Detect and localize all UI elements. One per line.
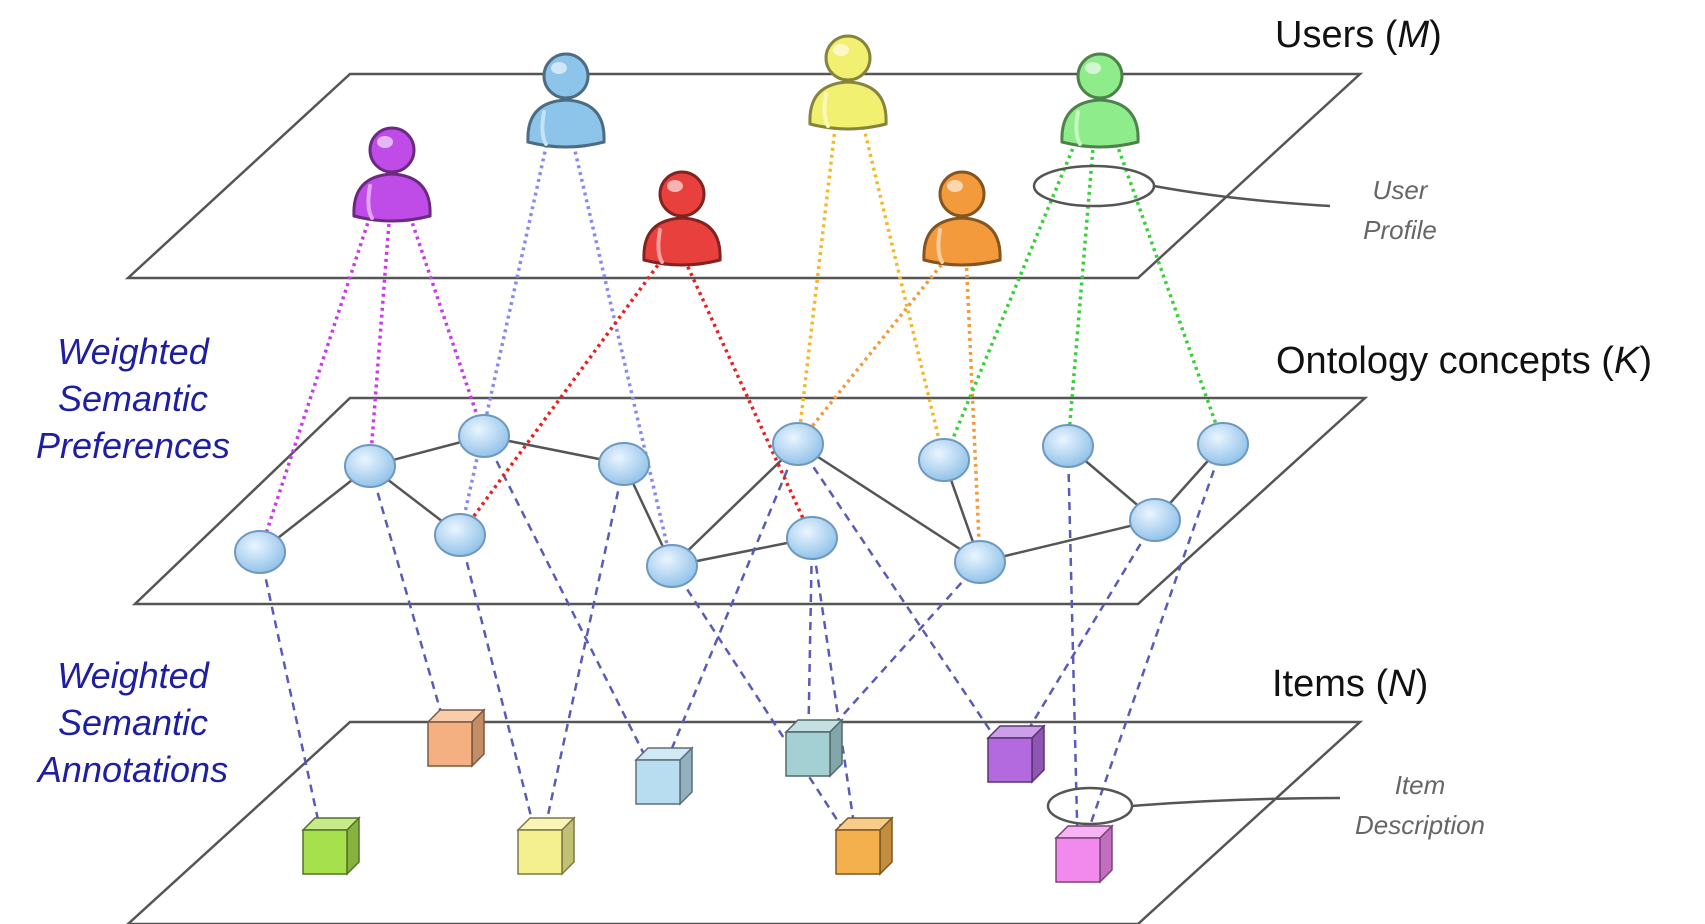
items-layer-close: ) [1415, 663, 1429, 705]
concept-node [646, 544, 698, 588]
yellow-user-links [796, 119, 946, 461]
concept-node [234, 530, 286, 574]
concepts-layer-label: Ontology concepts (K) [1276, 340, 1652, 383]
annotation-links [258, 435, 1225, 861]
items-layer-label: Items (N) [1272, 663, 1428, 706]
preferences-line-2: Semantic [57, 378, 209, 419]
concept-node [954, 540, 1006, 584]
green-user-links [942, 135, 1225, 461]
planes [124, 72, 1369, 924]
concept-nodes [234, 414, 1249, 588]
concepts-layer-text: Ontology concepts ( [1276, 340, 1614, 382]
user-blue-icon [526, 52, 606, 149]
blue-user-links [458, 137, 674, 567]
user-yellow-icon [808, 34, 888, 131]
user-profile-line-1: User [1372, 175, 1428, 205]
red-user-links [458, 252, 814, 539]
item-teal-cube [784, 718, 844, 778]
users-group [352, 34, 1140, 267]
concept-node [598, 442, 650, 486]
preferences-line-1: Weighted [57, 331, 209, 372]
concepts-layer-close: ) [1639, 340, 1652, 382]
concepts-plane [131, 396, 1369, 606]
items-plane [126, 720, 1364, 924]
preferences-line-3: Preferences [35, 425, 231, 466]
users-plane [124, 72, 1364, 280]
users-layer-close: ) [1429, 14, 1442, 56]
concept-node [786, 516, 838, 560]
orange-user-links [796, 252, 982, 563]
concept-node [1197, 422, 1249, 466]
users-layer-var: M [1397, 14, 1430, 56]
users-layer-label: Users (M) [1275, 14, 1442, 57]
user-profile-line-2: Profile [1363, 215, 1437, 245]
item-description-line-2: Description [1354, 810, 1486, 840]
concept-node [1042, 424, 1094, 468]
concept-node [1129, 498, 1181, 542]
item-peach-cube [426, 708, 486, 768]
user-purple-icon [352, 126, 432, 223]
item-description-line-1: Item [1394, 770, 1446, 800]
concept-node [918, 438, 970, 482]
weighted-semantic-annotations-label: Weighted Semantic Annotations [8, 652, 258, 793]
annotations-line-1: Weighted [57, 655, 209, 696]
user-profile-note: User Profile [1335, 170, 1465, 250]
preference-links [258, 119, 1225, 567]
weighted-semantic-preferences-label: Weighted Semantic Preferences [8, 328, 258, 469]
item-pale-yellow-cube [516, 816, 576, 876]
item-orange-cube [834, 816, 894, 876]
purple-user-links [258, 209, 486, 553]
items-layer-var: N [1388, 663, 1416, 705]
item-description-callout [1046, 786, 1341, 826]
user-profile-callout [1032, 164, 1331, 208]
annotations-line-3: Annotations [37, 749, 229, 790]
user-green-icon [1060, 52, 1140, 149]
concept-node [458, 414, 510, 458]
items-group [301, 708, 1114, 884]
concepts-layer-var: K [1613, 340, 1640, 382]
user-red-icon [642, 170, 722, 267]
items-layer-text: Items ( [1272, 663, 1389, 705]
item-light-blue-cube [634, 746, 694, 806]
users-layer-text: Users ( [1275, 14, 1398, 56]
item-description-note: Item Description [1320, 765, 1520, 845]
concept-node [344, 444, 396, 488]
concept-node [434, 513, 486, 557]
item-purple-cube [986, 724, 1046, 784]
item-lime-cube [301, 816, 361, 876]
user-orange-icon [922, 170, 1002, 267]
concept-node [772, 422, 824, 466]
annotations-line-2: Semantic [57, 702, 209, 743]
item-magenta-cube [1054, 824, 1114, 884]
